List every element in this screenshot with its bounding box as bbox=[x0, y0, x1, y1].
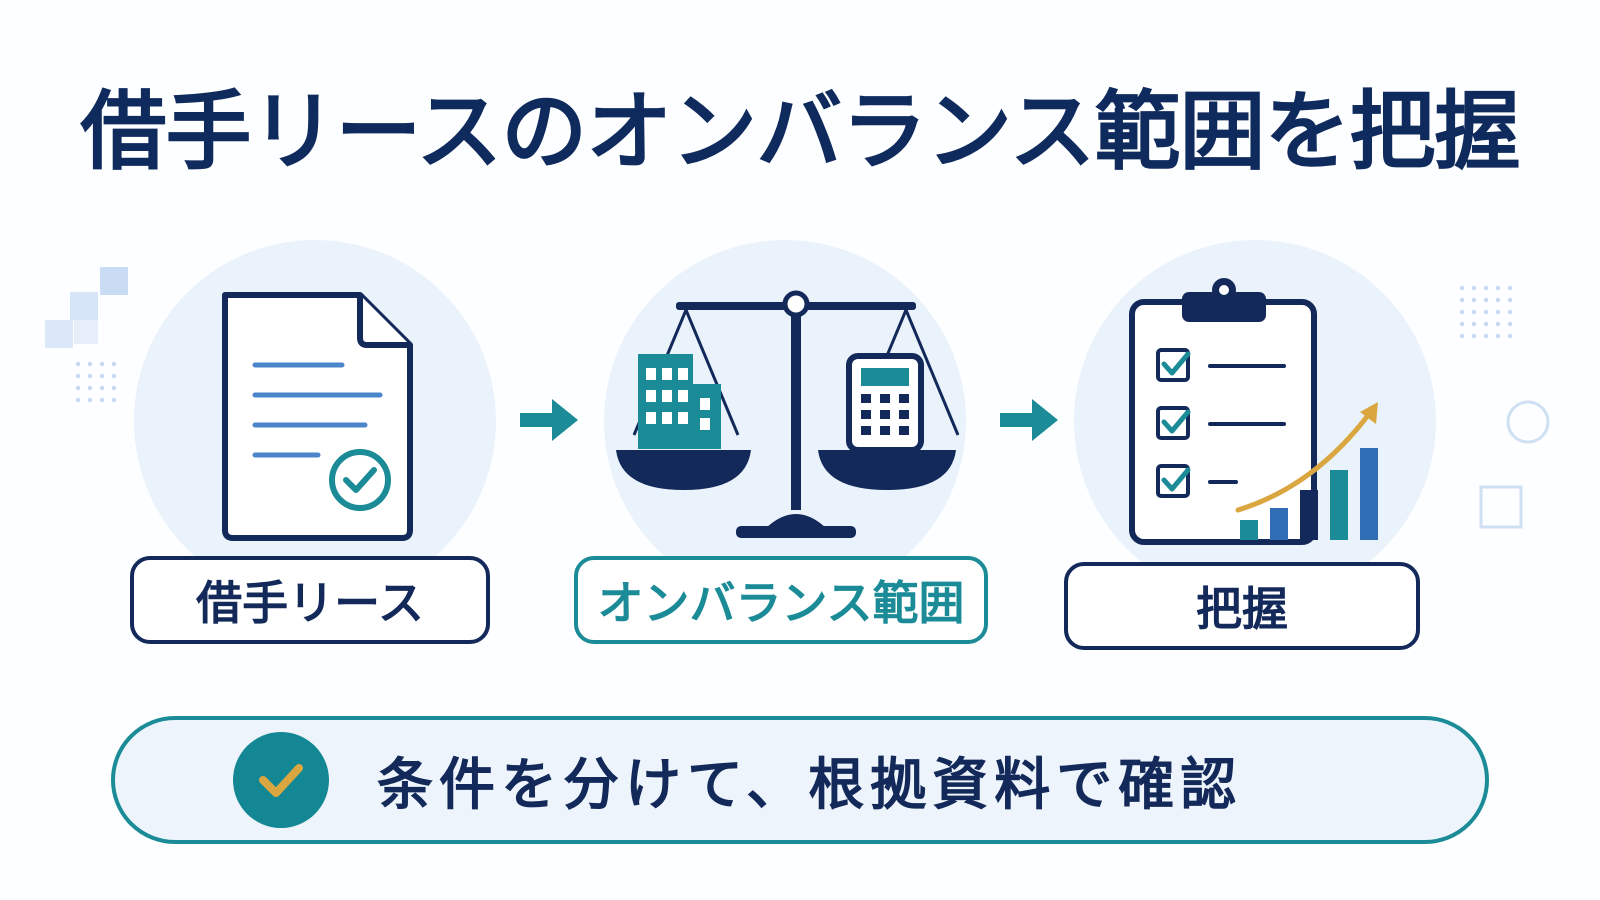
decorative-square-outline bbox=[1479, 485, 1523, 529]
clipboard-chart-icon bbox=[1129, 278, 1378, 545]
decorative-ring bbox=[1506, 400, 1550, 444]
decorative-dots-right bbox=[1459, 285, 1513, 339]
arrow-right-icon bbox=[520, 399, 578, 441]
balance-scale-icon bbox=[616, 290, 960, 538]
step-3-label: 把握 bbox=[1064, 562, 1420, 650]
note-text: 条件を分けて、根拠資料で確認 bbox=[377, 752, 1243, 818]
step-2-label: オンバランス範囲 bbox=[574, 556, 988, 644]
check-badge-icon bbox=[233, 732, 329, 828]
arrow-right-icon bbox=[1000, 399, 1058, 441]
note-banner: 条件を分けて、根拠資料で確認 bbox=[111, 716, 1489, 844]
decorative-dots-left bbox=[75, 361, 117, 403]
page-title: 借手リースのオンバランス範囲を把握 bbox=[80, 82, 1521, 182]
lease-document-icon bbox=[222, 292, 413, 541]
decorative-squares bbox=[45, 267, 128, 348]
step-1-label: 借手リース bbox=[130, 556, 490, 644]
